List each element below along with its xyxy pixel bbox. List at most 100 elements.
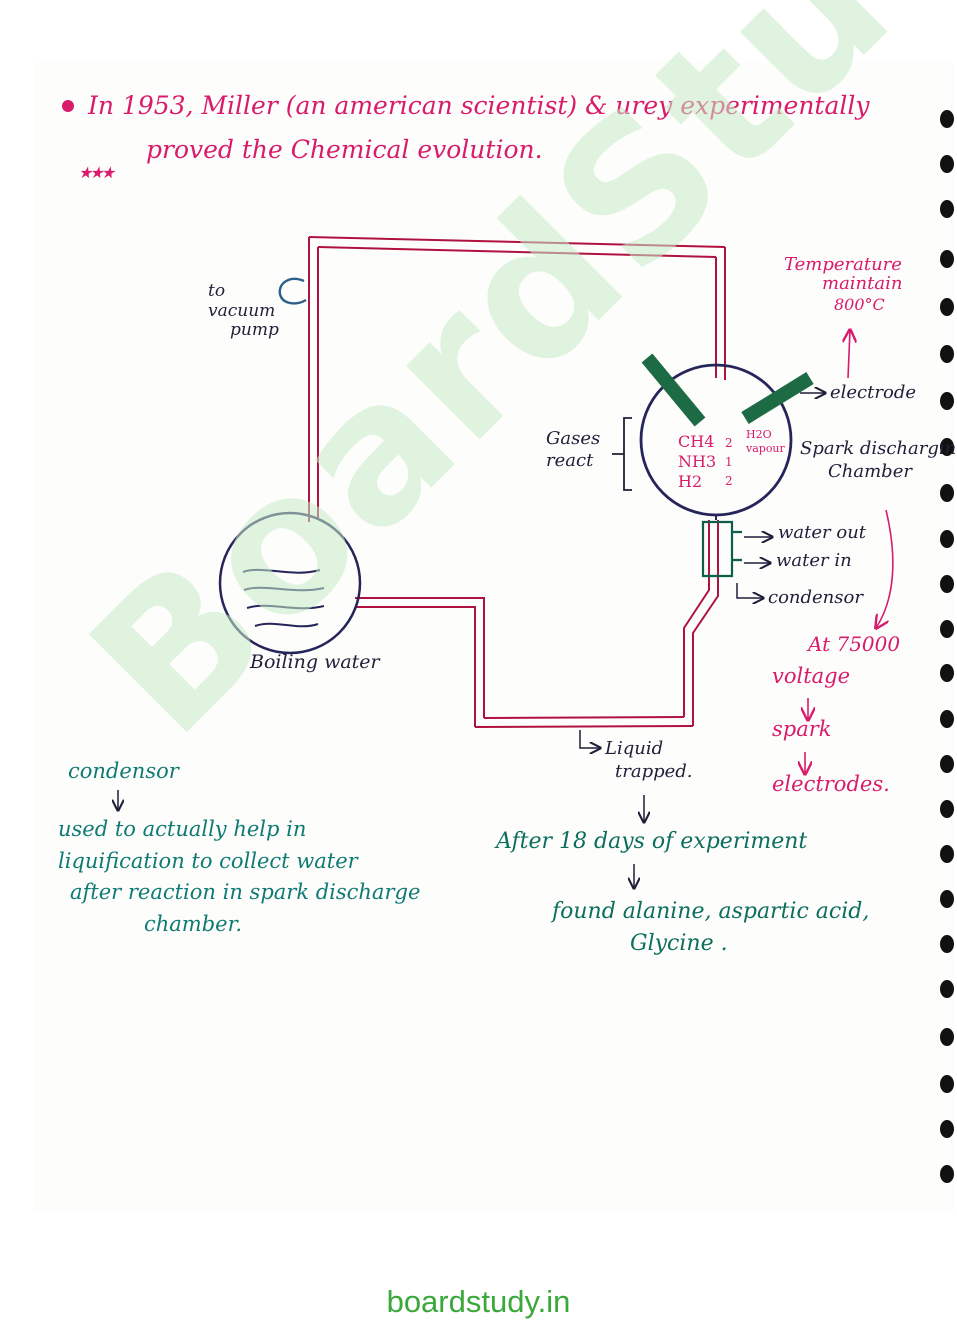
condenser-jacket <box>701 520 742 578</box>
electrode-right <box>741 372 814 424</box>
gases-label-line: react <box>546 449 594 471</box>
binding-hole <box>940 755 954 773</box>
spark-discharge-chamber <box>639 363 793 520</box>
vacuum-label-line: pump <box>230 320 279 341</box>
tube-top-inner <box>317 246 717 258</box>
chamber-label-line: Spark discharging <box>800 438 957 459</box>
ratio-h2: 2 <box>725 474 733 489</box>
binding-hole <box>940 575 954 593</box>
tube-bottom-outer <box>483 716 685 719</box>
boiling-water-label: Boiling water <box>250 651 380 673</box>
experiment-duration: After 18 days of experiment <box>496 829 808 854</box>
importance-stars: ★★★ <box>78 163 115 182</box>
electrodes-word: electrodes. <box>772 772 890 796</box>
chamber-to-voltage-arrow <box>876 509 894 628</box>
intro-text-line2: proved the Chemical evolution. <box>146 135 543 164</box>
water-out-label: water out <box>778 522 867 543</box>
label-arrows <box>118 393 825 888</box>
bullet-dot <box>62 100 74 112</box>
binding-hole <box>940 710 954 728</box>
vacuum-pump-tap <box>278 277 307 305</box>
footer-site-url[interactable]: boardstudy.in <box>386 1284 571 1319</box>
binding-hole <box>940 110 954 128</box>
temperature-label: Temperature maintain 800°C <box>784 254 903 314</box>
amino-acids-found-line1: found alanine, aspartic acid, <box>552 899 870 924</box>
liquid-label-line: Liquid <box>605 738 664 759</box>
gas-nh3: NH3 <box>678 452 717 471</box>
gases-bracket <box>612 417 632 491</box>
water-in-label: water in <box>776 550 852 571</box>
binding-hole <box>940 438 954 456</box>
binding-hole <box>940 200 954 218</box>
spark-chamber-label: Spark discharging Chamber <box>800 438 957 483</box>
glass-tubing <box>308 236 726 728</box>
condenser-arrow <box>736 583 763 598</box>
binding-hole <box>940 1028 954 1046</box>
binding-hole <box>940 664 954 682</box>
binding-hole <box>940 155 954 173</box>
ratio-ch4: 2 <box>725 436 733 450</box>
chamber-label-line: Chamber <box>828 460 912 482</box>
condenser-note-line: after reaction in spark discharge <box>70 880 421 904</box>
condenser-label: condensor <box>768 587 863 608</box>
binding-hole <box>940 980 954 998</box>
voltage-flow: At 75000 voltage spark electrodes. <box>772 634 900 795</box>
binding-hole <box>940 1120 954 1138</box>
paper-sheet <box>34 62 954 1212</box>
vapour-label: vapour <box>746 442 785 456</box>
temperature-label-line: maintain <box>822 272 903 294</box>
binding-hole <box>940 250 954 268</box>
intro-text-line1: In 1953, Miller (an american scientist) … <box>88 91 870 120</box>
binding-hole <box>940 935 954 953</box>
liquid-trapped-label: Liquid trapped. <box>605 738 693 783</box>
tube-flask-out-outer <box>355 597 485 718</box>
vacuum-label-line: to <box>208 281 226 301</box>
gases-label-line: Gases <box>546 428 601 449</box>
binding-hole <box>940 530 954 548</box>
gas-list: CH4 NH3 H2 <box>678 432 716 492</box>
binding-hole <box>940 392 954 410</box>
voltage-word: voltage <box>772 664 851 688</box>
liquid-arrow <box>579 730 600 748</box>
h2o-label: H2O <box>746 428 772 441</box>
tube-bottom-inner <box>474 725 694 728</box>
binding-hole <box>940 890 954 908</box>
temperature-label-line: Temperature <box>784 254 902 275</box>
pink-arrows <box>805 330 894 774</box>
binding-hole <box>940 1075 954 1093</box>
amino-acids-found-line2: Glycine . <box>630 931 728 956</box>
vacuum-label-line: vacuum <box>208 300 276 321</box>
voltage-amount: At 75000 <box>808 632 901 656</box>
temperature-arrow <box>848 330 850 379</box>
binding-hole <box>940 620 954 638</box>
liquid-label-line: trapped. <box>615 760 693 782</box>
condenser-note-line: used to actually help in <box>58 817 307 841</box>
tube-diag-outer <box>683 520 710 717</box>
binding-hole <box>940 1165 954 1183</box>
ratio-nh3: 1 <box>725 455 733 470</box>
binding-hole <box>940 298 954 316</box>
temperature-label-line: 800°C <box>834 294 885 314</box>
vacuum-pump-label: to vacuum pump <box>208 281 279 341</box>
water-vapour-label: H2O vapour <box>746 428 785 457</box>
binding-hole <box>940 345 954 363</box>
spark-word: spark <box>772 717 832 741</box>
binding-hole <box>940 484 954 502</box>
tube-flask-out-inner <box>355 606 476 727</box>
tube-top-outer <box>308 236 726 248</box>
electrode-left <box>641 353 706 427</box>
binding-hole <box>940 800 954 818</box>
gas-ch4: CH4 <box>678 432 715 451</box>
gas-h2: H2 <box>678 472 703 491</box>
condenser-note-title: condensor <box>68 759 179 783</box>
boiling-flask <box>218 511 362 655</box>
electrode-label: electrode <box>830 382 916 403</box>
condenser-note: used to actually help in liquification t… <box>58 814 420 940</box>
condenser-note-line: liquification to collect water <box>58 848 358 873</box>
electrodes <box>641 353 814 427</box>
gases-react-label: Gases react <box>546 428 600 471</box>
condenser-note-line: chamber. <box>144 911 242 936</box>
tube-diag-inner <box>692 520 719 726</box>
